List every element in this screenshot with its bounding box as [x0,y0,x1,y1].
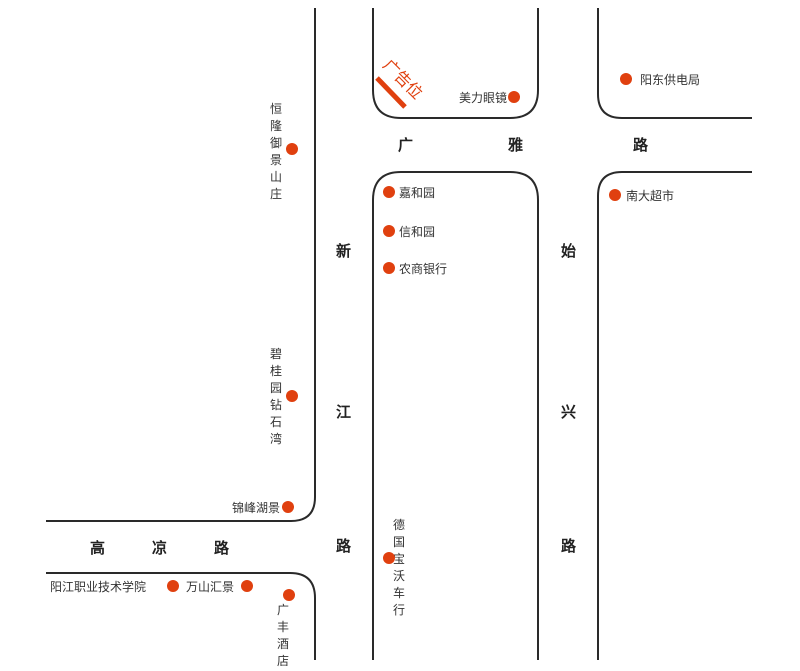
poi-label-char: 德 [393,517,405,532]
road-label-xinjiang-3: 路 [336,537,352,555]
poi-label-char: 车 [393,585,405,600]
poi-label-char: 沃 [393,569,405,583]
poi-marker-icon [609,189,621,201]
poi-label-vertical: 钻石湾 [270,397,282,446]
poi-marker-icon [241,580,253,592]
poi-label: 美力眼镜 [459,90,507,105]
poi-label-char: 山 [270,170,282,184]
poi-yangdong-power[interactable]: 阳东供电局 [620,73,700,87]
poi-label-char: 宝 [393,552,405,566]
poi-marker-icon [286,143,298,155]
road-label-gaoliang-3: 路 [214,539,230,557]
poi-label: 阳江职业技术学院 [50,579,146,594]
poi-label-char: 钻 [270,397,282,412]
road-label-guangya-3: 路 [633,136,649,154]
ad-spot: 广告位 [375,55,427,109]
road-edge-center-block [372,171,539,660]
road-label-shixing-2: 兴 [561,403,576,421]
road-label-xinjiang-2: 江 [336,403,351,421]
road-edge-top-block [372,8,539,119]
poi-marker-icon [383,225,395,237]
poi-label-char: 景 [270,153,282,167]
poi-meili[interactable]: 美力眼镜 [459,90,520,105]
poi-label-char: 丰 [277,620,289,634]
poi-label-vertical: 碧桂园 [270,347,282,395]
poi-marker-icon [383,186,395,198]
road-label-guangya: 广 雅 路 [398,136,649,154]
poi-label-char: 酒 [277,637,289,651]
poi-yangjiang-college[interactable]: 阳江职业技术学院 [50,579,179,594]
poi-label: 阳东供电局 [640,73,700,87]
road-label-shixing-3: 路 [561,537,577,555]
poi-label: 农商银行 [399,261,447,276]
road-edge-xinjiang-west-upper [46,8,316,522]
poi-jiahe[interactable]: 嘉和园 [383,186,435,200]
poi-wanshan[interactable]: 万山汇景 [186,580,253,594]
poi-label-char: 庄 [270,186,282,201]
road-label-guangya-1: 广 [398,136,413,154]
poi-marker-icon [282,501,294,513]
poi-jinfeng[interactable]: 锦峰湖景 [232,500,294,515]
poi-label-char: 石 [270,415,282,429]
road-label-shixing: 始 兴 路 [561,242,577,555]
road-label-gaoliang-1: 高 [90,539,105,557]
road-label-gaoliang: 高 凉 路 [90,539,230,557]
road-edge-top-right-block [597,8,752,119]
road-label-xinjiang: 新 江 路 [336,242,352,555]
poi-nongshang[interactable]: 农商银行 [383,261,447,276]
ad-spot-bar [375,76,407,109]
poi-marker-icon [286,390,298,402]
poi-label: 锦峰湖景 [232,500,280,515]
poi-marker-icon [283,589,295,601]
road-edges [46,8,752,660]
poi-marker-icon [620,73,632,85]
poi-label: 嘉和园 [399,186,435,200]
poi-label: 南大超市 [626,188,674,203]
poi-marker-icon [383,552,395,564]
poi-xinhe[interactable]: 信和园 [383,225,435,239]
poi-label: 万山汇景 [186,580,234,594]
poi-marker-icon [508,91,520,103]
road-label-shixing-1: 始 [561,242,576,260]
poi-label-char: 碧 [270,347,282,361]
poi-label-char: 店 [277,654,289,668]
poi-label-char: 御 [270,135,282,150]
poi-label-char: 园 [270,381,282,395]
poi-label: 信和园 [399,225,435,239]
poi-label-char: 恒 [270,102,282,116]
poi-label-char: 国 [393,535,405,549]
road-label-gaoliang-2: 凉 [152,539,167,557]
poi-label-char: 广 [277,603,289,617]
poi-marker-icon [167,580,179,592]
poi-label-vertical: 恒隆 [270,102,282,133]
poi-biguiyuan-zuanshi[interactable]: 碧桂园 钻石湾 [270,347,298,446]
road-label-guangya-2: 雅 [507,136,523,154]
road-edge-right-block [597,171,752,660]
poi-label-char: 隆 [270,118,282,133]
poi-nanda[interactable]: 南大超市 [609,188,674,203]
road-edge-bottom-left-block [46,572,316,660]
poi-label-char: 湾 [270,431,282,446]
road-label-xinjiang-1: 新 [336,242,351,260]
poi-label-char: 桂 [270,363,282,378]
ad-spot-label: 广告位 [379,55,426,102]
poi-label-char: 行 [393,603,405,617]
poi-marker-icon [383,262,395,274]
